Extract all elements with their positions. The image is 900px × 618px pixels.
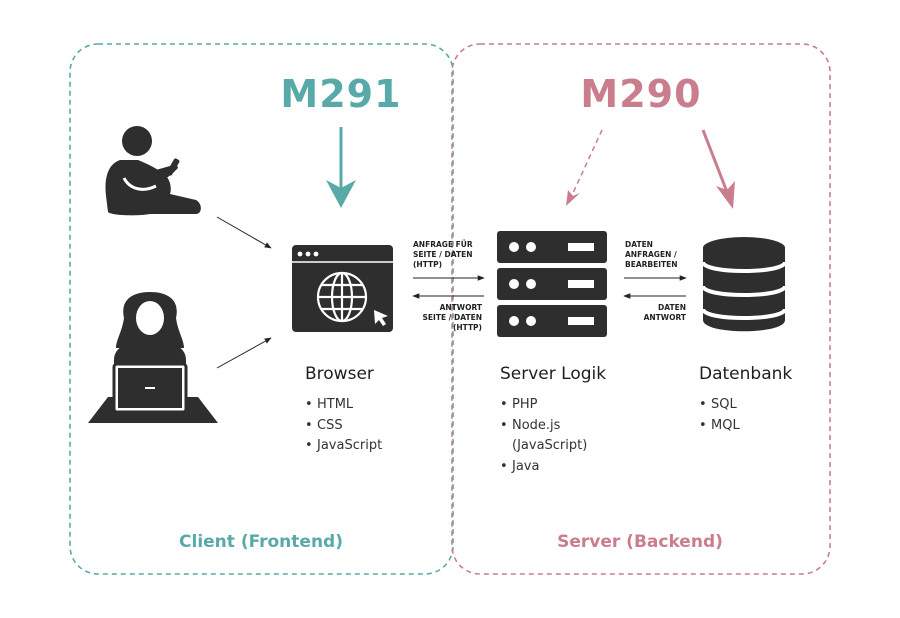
list-item: •HTML	[305, 397, 354, 412]
client-zone-label: Client (Frontend)	[179, 532, 343, 552]
database-tech-list: •SQL •MQL	[699, 395, 740, 436]
server-rack-icon	[497, 231, 607, 337]
server-tech-list: •PHP •Node.js (JavaScript) •Java	[500, 395, 587, 477]
db-response-label: DATEN ANTWORT	[643, 303, 686, 322]
list-item: •Node.js	[500, 417, 561, 433]
list-item: •SQL	[699, 397, 737, 412]
list-item: •PHP	[500, 397, 538, 412]
database-icon	[701, 237, 787, 332]
list-item: •Java	[500, 458, 540, 474]
browser-title: Browser	[305, 364, 374, 384]
server-zone-border	[451, 43, 831, 575]
person-with-phone-icon	[105, 126, 201, 216]
m290-dashed-arrow	[566, 129, 603, 206]
response-label: ANTWORT SEITE / DATEN (HTTP)	[422, 303, 482, 332]
browser-window-globe-icon	[292, 245, 393, 332]
browser-tech-list: •HTML •CSS •JavaScript	[305, 395, 382, 457]
db-request-label: DATEN ANFRAGEN / BEARBEITEN	[625, 240, 678, 269]
m290-solid-arrow	[701, 129, 735, 209]
list-item: •JavaScript	[305, 438, 383, 453]
database-title: Datenbank	[699, 364, 793, 384]
list-item-continuation: (JavaScript)	[512, 438, 588, 453]
client-zone-border	[69, 43, 454, 575]
list-item: •MQL	[699, 417, 740, 433]
server-zone-label: Server (Backend)	[557, 532, 723, 552]
server-title: Server Logik	[500, 364, 607, 384]
request-label: ANFRAGE FÜR SEITE / DATEN (HTTP)	[413, 240, 473, 269]
m291-arrow	[326, 127, 356, 208]
user1-to-browser-arrow	[216, 216, 272, 249]
client-module-code: M291	[280, 72, 402, 116]
user2-to-browser-arrow	[216, 337, 272, 369]
server-module-code: M290	[580, 72, 702, 116]
list-item: •CSS	[305, 417, 343, 433]
person-at-laptop-icon	[88, 292, 218, 423]
